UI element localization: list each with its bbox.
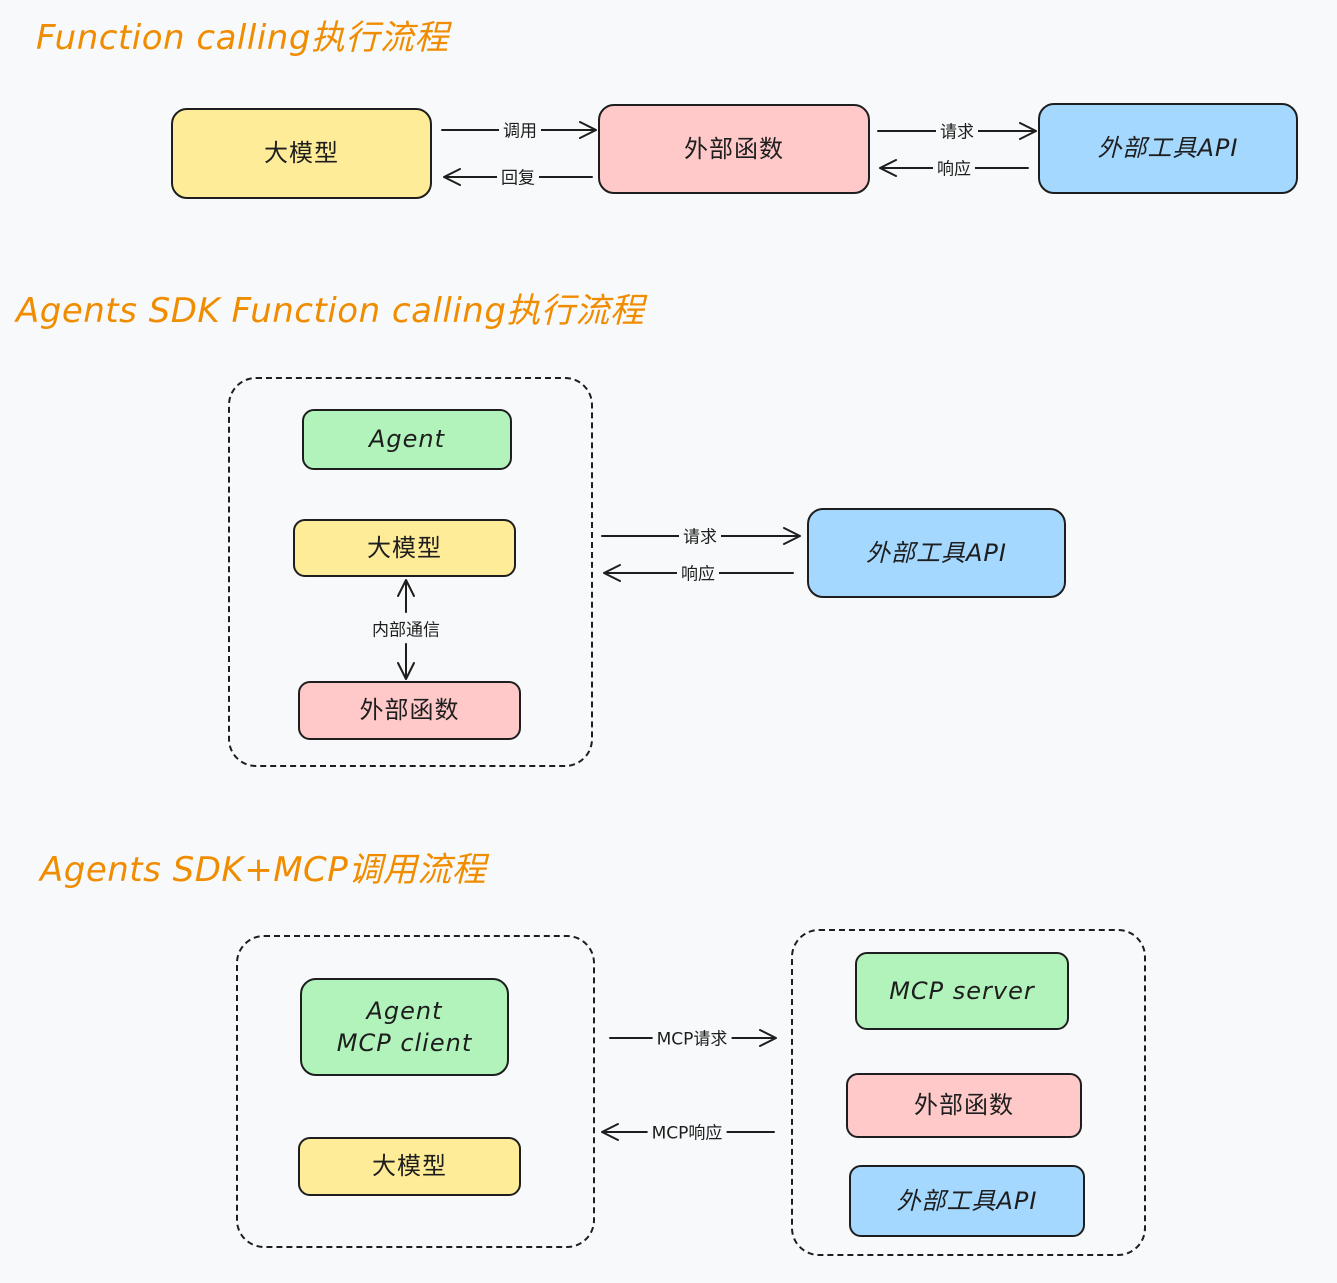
s2-internal-label: 内部通信 (368, 615, 444, 641)
s1-model-label: 大模型 (264, 139, 339, 168)
s3-client-container (236, 935, 595, 1248)
s3-request-label: MCP请求 (652, 1024, 732, 1050)
section3-title: Agents SDK+MCP调用流程 (40, 850, 487, 890)
s2-model-label: 大模型 (367, 533, 442, 562)
s1-request-arrowhead (1019, 122, 1037, 140)
s2-function-box[interactable]: 外部函数 (298, 681, 521, 740)
s3-api-label: 外部工具API (896, 1186, 1038, 1215)
s2-api-label: 外部工具API (866, 538, 1007, 567)
s1-call-label: 调用 (499, 116, 541, 142)
s2-function-label: 外部函数 (359, 696, 460, 725)
s1-reply-label: 回复 (497, 163, 539, 189)
s3-function-label: 外部函数 (914, 1091, 1014, 1120)
s3-model-label: 大模型 (372, 1152, 447, 1181)
s2-api-box[interactable]: 外部工具API (807, 508, 1066, 598)
s3-agent-line2: MCP client (336, 1029, 473, 1057)
s3-agent-line1: Agent (366, 996, 443, 1025)
s1-response-label: 响应 (933, 154, 975, 180)
s2-request-arrowhead (783, 527, 801, 545)
s1-api-box[interactable]: 外部工具API (1038, 103, 1298, 194)
s1-reply-arrowhead (443, 168, 461, 186)
s3-function-box[interactable]: 外部函数 (846, 1073, 1082, 1138)
s3-response-arrowhead (601, 1123, 619, 1141)
s3-server-container (791, 929, 1146, 1256)
s1-function-box[interactable]: 外部函数 (598, 104, 870, 194)
s2-agent-label: Agent (368, 425, 446, 454)
s2-request-label: 请求 (679, 522, 721, 548)
s1-request-label: 请求 (936, 117, 978, 143)
s1-function-label: 外部函数 (684, 134, 784, 163)
s2-agent-container (228, 377, 593, 767)
s2-response-label: 响应 (677, 559, 719, 585)
s3-agent-client-box[interactable]: Agent MCP client (300, 978, 509, 1076)
s1-api-label: 外部工具API (1097, 134, 1239, 163)
s1-call-arrowhead (579, 121, 597, 139)
section1-title: Function calling执行流程 (36, 18, 449, 58)
s2-model-box[interactable]: 大模型 (293, 519, 516, 577)
s2-response-arrowhead (603, 564, 621, 582)
s3-server-box[interactable]: MCP server (855, 952, 1069, 1030)
s1-model-box[interactable]: 大模型 (171, 108, 432, 199)
s1-response-arrowhead (879, 159, 897, 177)
s2-agent-box[interactable]: Agent (302, 409, 512, 470)
s3-server-label: MCP server (889, 976, 1035, 1005)
s3-response-label: MCP响应 (647, 1118, 727, 1144)
s3-model-box[interactable]: 大模型 (298, 1137, 521, 1196)
s3-api-box[interactable]: 外部工具API (849, 1165, 1085, 1237)
s3-request-arrowhead (759, 1029, 777, 1047)
section2-title: Agents SDK Function calling执行流程 (16, 291, 645, 331)
s3-agent-client-label: Agent MCP client (337, 995, 472, 1060)
